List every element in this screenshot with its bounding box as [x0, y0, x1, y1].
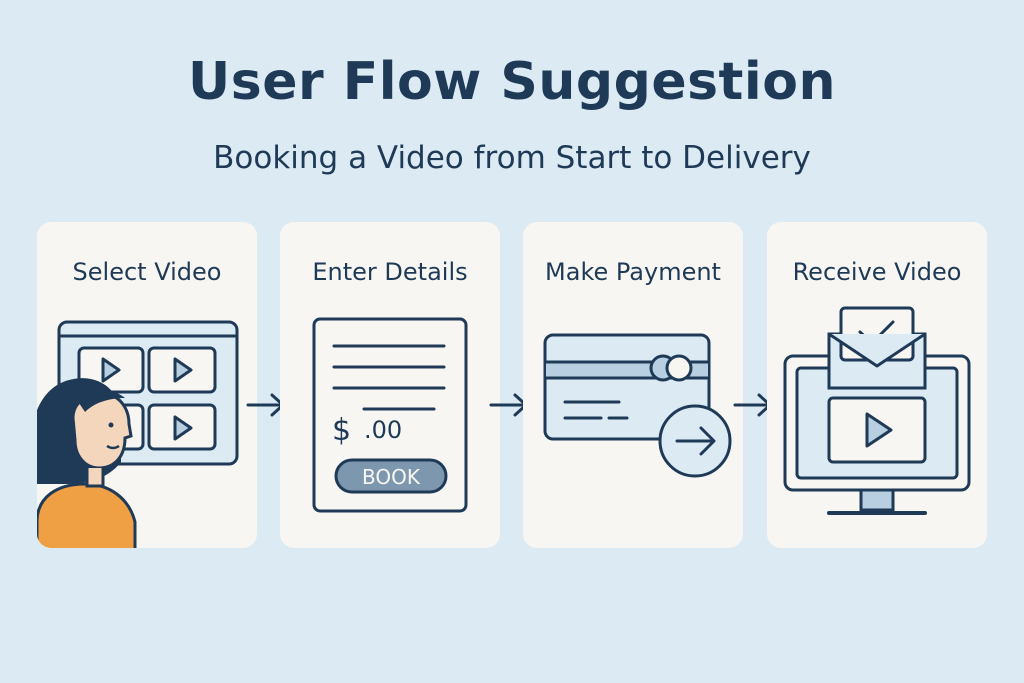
- step-label: Enter Details: [312, 258, 468, 286]
- step-card-receive-video[interactable]: Receive Video: [767, 222, 987, 548]
- price-amount: .00: [364, 416, 402, 444]
- step-label: Select Video: [72, 258, 222, 286]
- person-icon: [37, 378, 137, 548]
- page-subtitle: Booking a Video from Start to Delivery: [213, 140, 811, 176]
- step-label: Receive Video: [792, 258, 962, 286]
- step-card-select-video[interactable]: Select Video: [37, 222, 257, 548]
- credit-card-icon: [543, 333, 732, 478]
- step-label: Make Payment: [545, 258, 721, 286]
- book-button[interactable]: [334, 458, 448, 494]
- monitor-email-icon: [783, 306, 971, 515]
- book-button-label: BOOK: [362, 465, 421, 489]
- video-grid-icon: [37, 320, 239, 548]
- booking-form-icon: $ .00 BOOK: [312, 317, 468, 513]
- price-currency: $: [332, 413, 351, 448]
- step-card-enter-details[interactable]: Enter Details $ .00 BOOK: [280, 222, 500, 548]
- step-card-make-payment[interactable]: Make Payment: [523, 222, 743, 548]
- page-title: User Flow Suggestion: [188, 52, 836, 112]
- envelope-check-icon: [827, 306, 927, 390]
